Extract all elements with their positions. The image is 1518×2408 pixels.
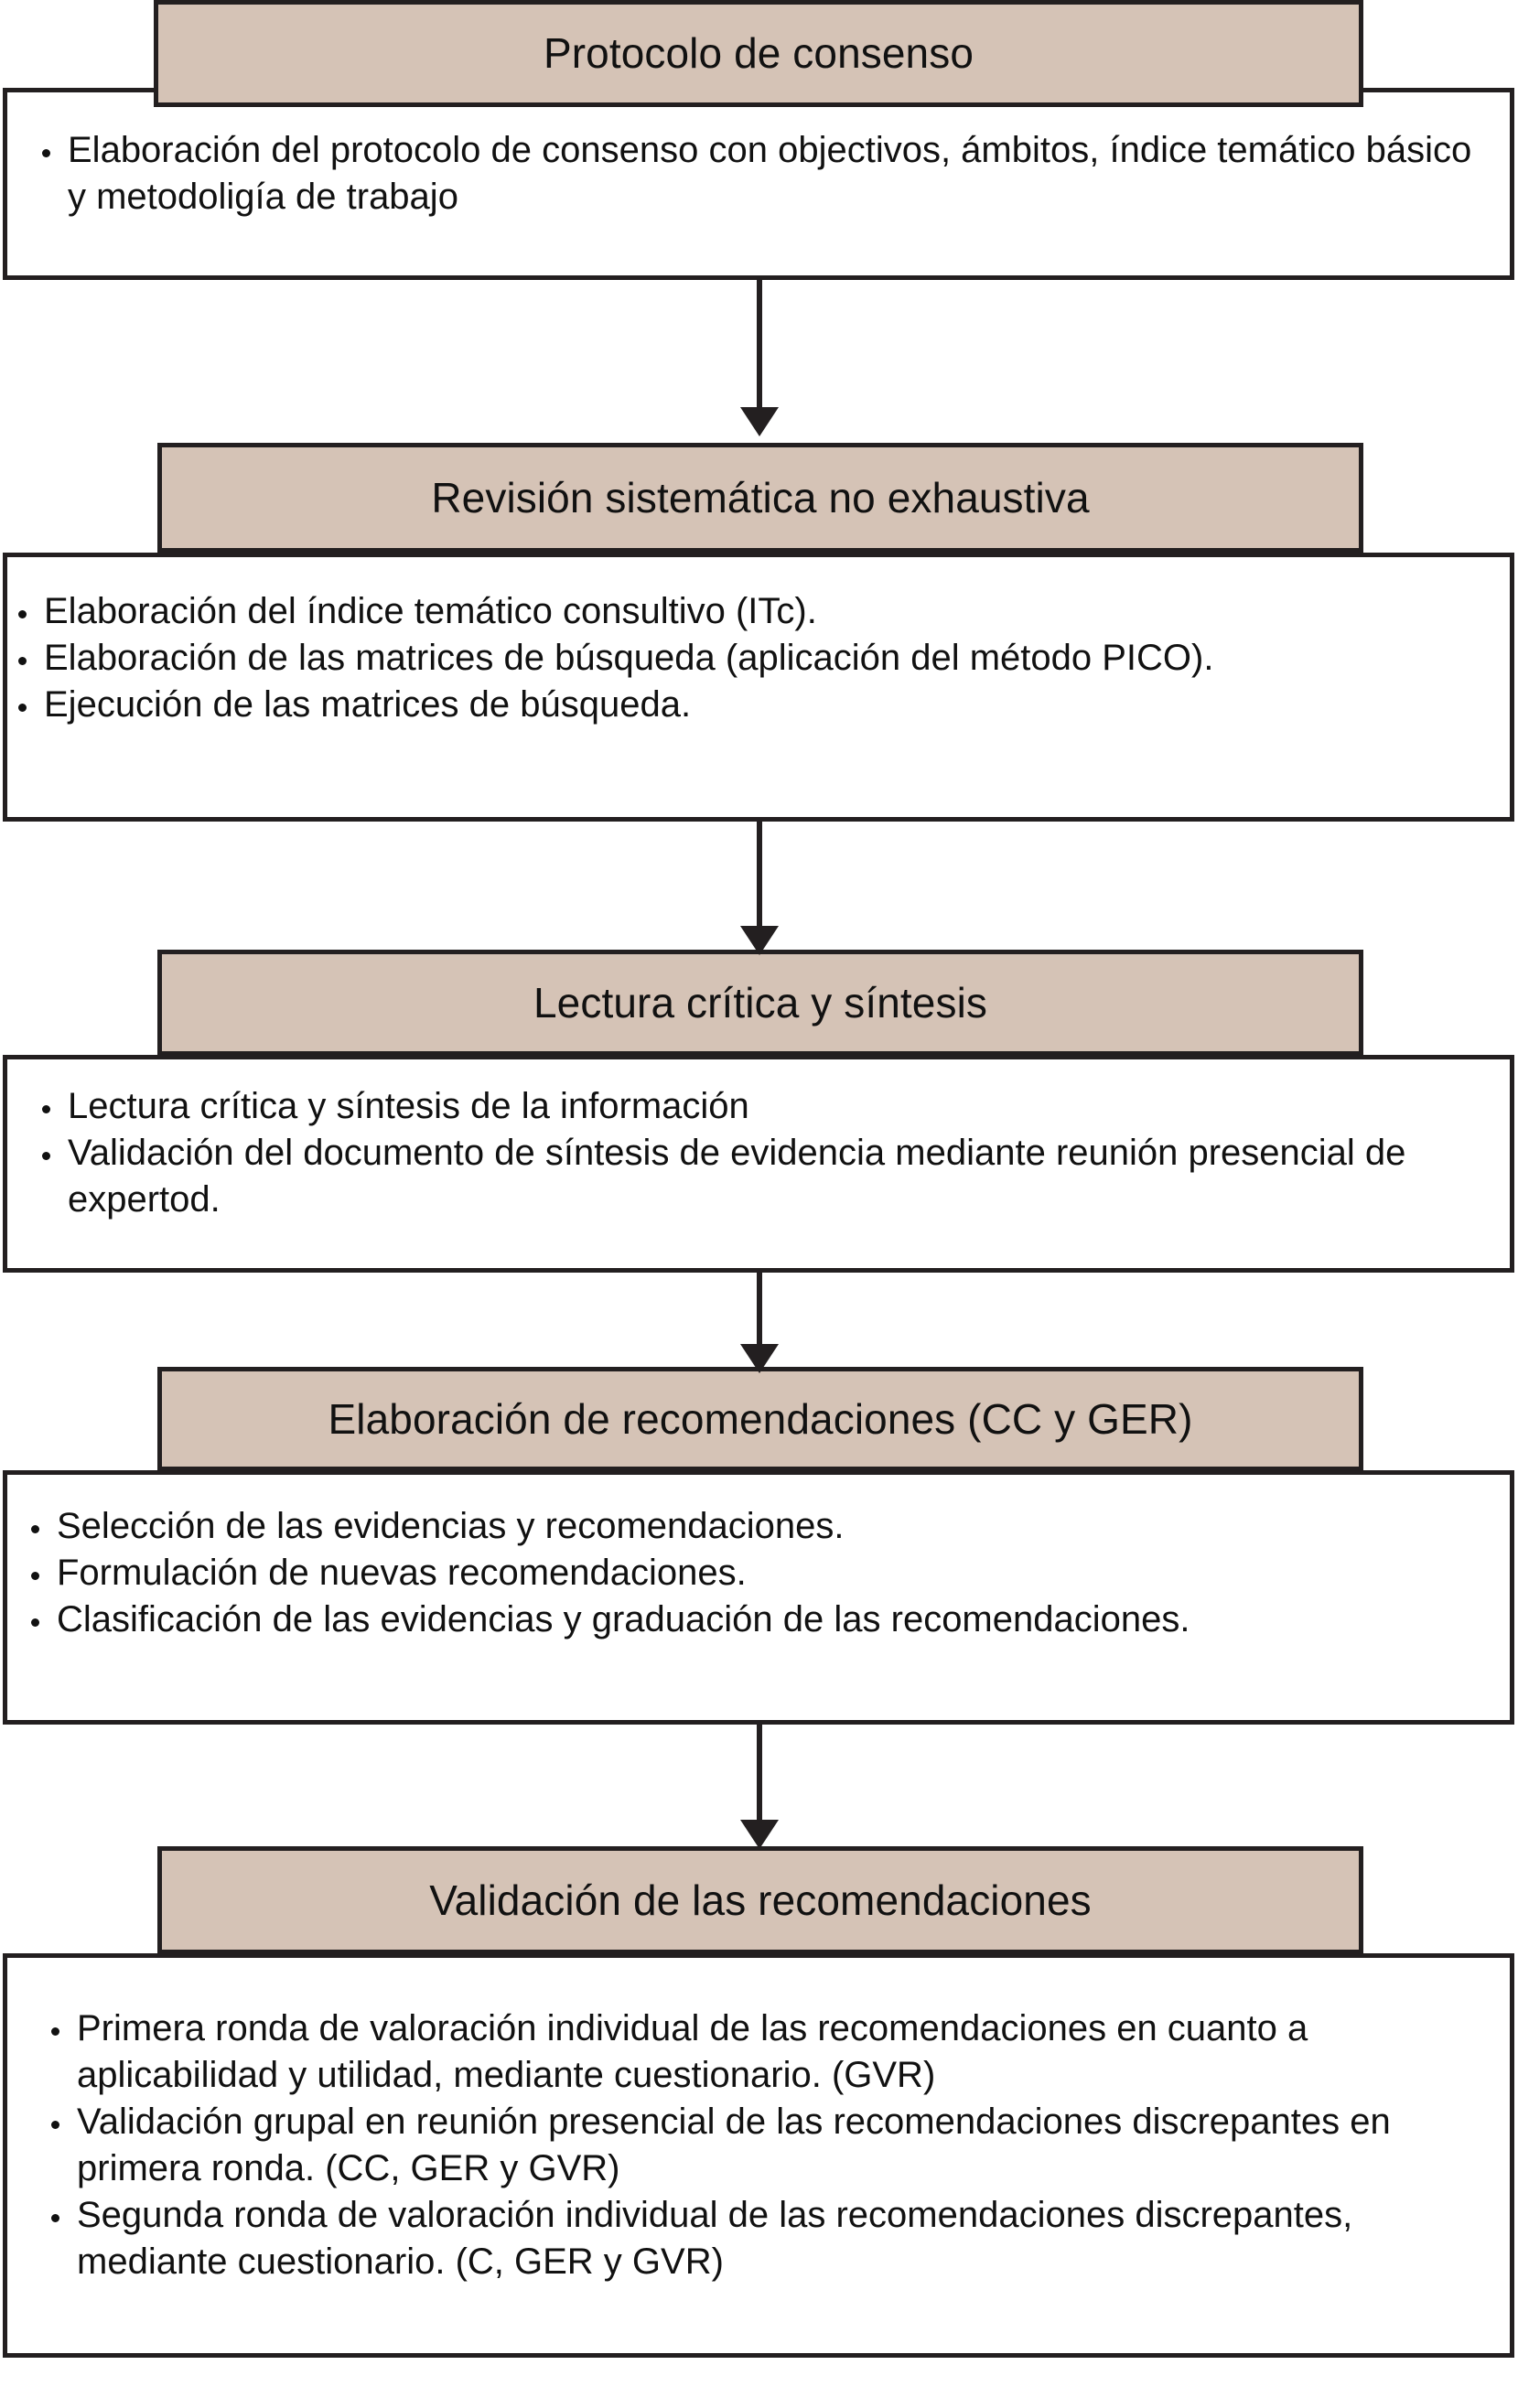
stage-bullets-2: Elaboración del índice temático consulti… xyxy=(13,588,1495,728)
connector-line xyxy=(757,822,762,928)
stage-bullets-1: Elaboración del protocolo de consenso co… xyxy=(37,127,1473,220)
stage-header-label-3: Lectura crítica y síntesis xyxy=(533,978,987,1027)
stage-bullets-4: Selección de las evidencias y recomendac… xyxy=(26,1503,1490,1643)
arrow-down-icon xyxy=(740,407,779,436)
list-item: Ejecución de las matrices de búsqueda. xyxy=(13,682,1495,728)
list-item: Lectura crítica y síntesis de la informa… xyxy=(37,1083,1473,1130)
list-item: Primera ronda de valoración individual d… xyxy=(46,2005,1455,2099)
list-item: Validación del documento de síntesis de … xyxy=(37,1130,1473,1223)
connector-line xyxy=(757,279,762,409)
stage-header-1: Protocolo de consenso xyxy=(154,0,1363,107)
arrow-down-icon xyxy=(740,926,779,955)
stage-bullets-3: Lectura crítica y síntesis de la informa… xyxy=(37,1083,1473,1223)
list-item: Formulación de nuevas recomendaciones. xyxy=(26,1550,1490,1596)
arrow-down-icon xyxy=(740,1820,779,1849)
connector-line xyxy=(757,1273,762,1346)
stage-header-label-5: Validación de las recomendaciones xyxy=(429,1876,1092,1924)
connector-3-to-4 xyxy=(740,1273,779,1373)
stage-body-2 xyxy=(3,553,1514,822)
stage-header-5: Validación de las recomendaciones xyxy=(157,1846,1363,1954)
arrow-down-icon xyxy=(740,1344,779,1373)
stage-body-5 xyxy=(3,1953,1514,2358)
stage-header-3: Lectura crítica y síntesis xyxy=(157,950,1363,1056)
stage-header-label-4: Elaboración de recomendaciones (CC y GER… xyxy=(328,1394,1193,1443)
stage-body-4 xyxy=(3,1470,1514,1725)
connector-4-to-5 xyxy=(740,1725,779,1849)
list-item: Elaboración del protocolo de consenso co… xyxy=(37,127,1473,220)
connector-line xyxy=(757,1725,762,1822)
stage-header-4: Elaboración de recomendaciones (CC y GER… xyxy=(157,1367,1363,1471)
connector-2-to-3 xyxy=(740,822,779,955)
list-item: Clasificación de las evidencias y gradua… xyxy=(26,1596,1490,1643)
list-item: Validación grupal en reunión presencial … xyxy=(46,2099,1455,2192)
stage-header-label-2: Revisión sistemática no exhaustiva xyxy=(431,473,1090,521)
list-item: Selección de las evidencias y recomendac… xyxy=(26,1503,1490,1550)
list-item: Elaboración de las matrices de búsqueda … xyxy=(13,635,1495,682)
list-item: Elaboración del índice temático consulti… xyxy=(13,588,1495,635)
stage-header-label-1: Protocolo de consenso xyxy=(543,29,974,78)
list-item: Segunda ronda de valoración individual d… xyxy=(46,2192,1455,2285)
connector-1-to-2 xyxy=(740,279,779,436)
stage-body-3 xyxy=(3,1055,1514,1273)
stage-bullets-5: Primera ronda de valoración individual d… xyxy=(46,2005,1455,2285)
stage-header-2: Revisión sistemática no exhaustiva xyxy=(157,443,1363,553)
